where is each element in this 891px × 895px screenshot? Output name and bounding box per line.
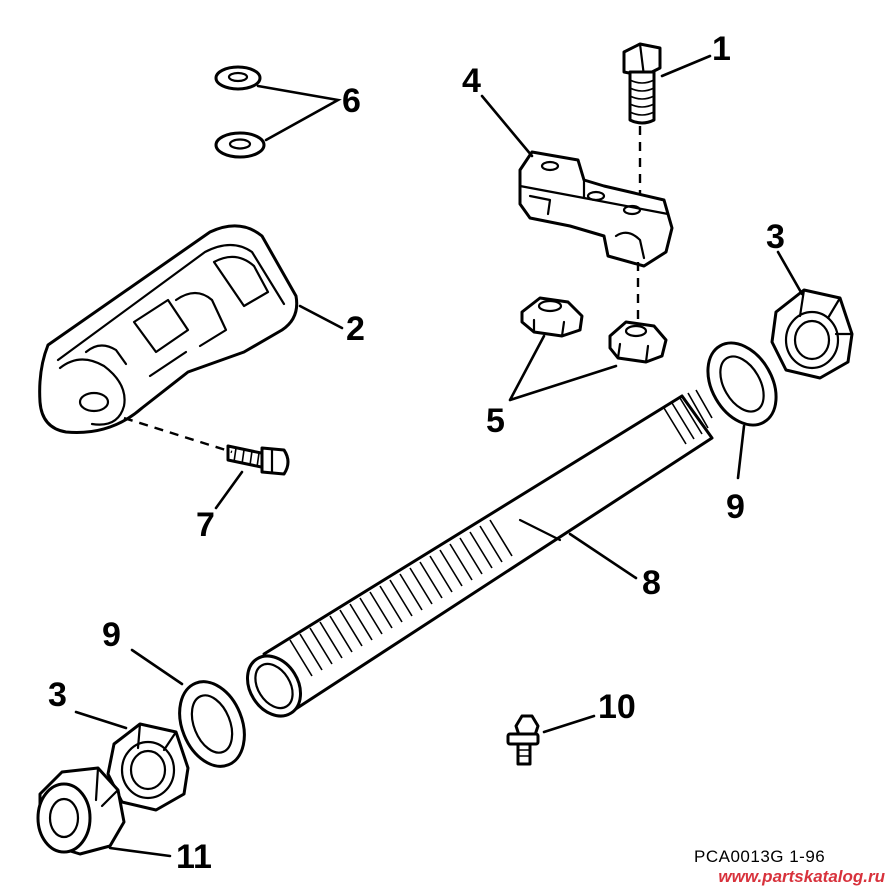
leader-9-upper [736,424,746,480]
nut-part-5-left [520,296,584,338]
callout-7: 7 [196,506,215,544]
screw-part-7 [226,444,290,476]
leader-3-upper [776,250,804,296]
callout-1: 1 [712,30,731,68]
leader-lines [74,54,804,858]
rod-part-8 [246,389,714,718]
cap-nut-part-11 [36,766,126,856]
dashed-line-bracket-to-screw [123,416,233,454]
leader-2 [298,304,344,330]
callout-11: 11 [176,838,212,876]
grease-fitting-part-10 [506,714,540,766]
leader-6 [256,84,342,142]
clamp-part-4 [518,150,674,268]
reference-code: PCA0013G 1-96 [694,847,826,866]
leader-5 [508,334,618,402]
leader-4 [480,94,534,158]
washer-part-6-upper [214,65,262,91]
watermark: www.partskatalog.ru [718,867,885,886]
washer-part-9-lower [178,680,246,768]
callout-8: 8 [642,564,661,602]
leader-8 [568,532,638,580]
leader-1 [660,54,712,78]
leader-3-lower [74,710,128,730]
callout-5: 5 [486,402,505,440]
callout-9-lower: 9 [102,616,121,654]
callout-2: 2 [346,310,365,348]
callout-4: 4 [462,62,481,100]
leader-11 [108,846,172,858]
bracket-part-2 [38,224,299,434]
leader-9-lower [130,648,184,686]
callout-9-upper: 9 [726,488,745,526]
bolt-part-1 [622,42,662,125]
leader-7 [214,470,244,510]
washer-part-9-upper [706,341,778,427]
callout-6: 6 [342,82,361,120]
nut-part-5-right [608,320,668,364]
washer-part-6-lower [214,131,266,159]
callout-3-lower: 3 [48,676,67,714]
leader-10 [542,714,596,734]
callout-3-upper: 3 [766,218,785,256]
callout-10: 10 [598,688,636,726]
nut-part-3-upper [770,288,854,380]
